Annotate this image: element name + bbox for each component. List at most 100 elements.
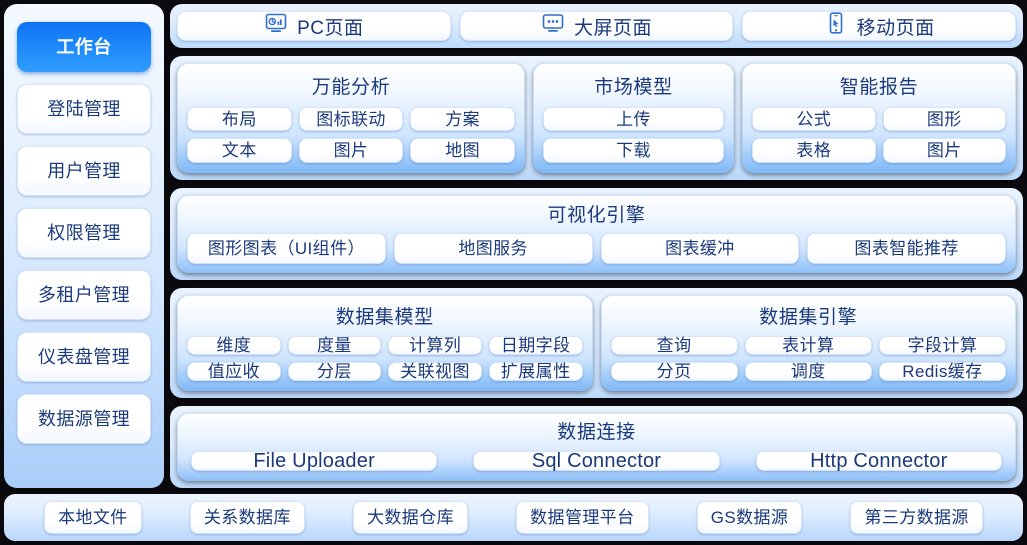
source-third-party-datasource[interactable]: 第三方数据源 xyxy=(850,501,983,534)
chip-sql-connector[interactable]: Sql Connector xyxy=(473,450,720,471)
chip-measure[interactable]: 度量 xyxy=(287,335,382,355)
visualization-engine-bar: 可视化引擎 图形图表（UI组件） 地图服务 图表缓冲 图表智能推荐 xyxy=(170,187,1023,280)
panel-row: 下载 xyxy=(543,138,724,163)
panel-market-model: 市场模型 上传 下载 xyxy=(533,63,734,173)
panel-row: 上传 xyxy=(543,107,724,132)
chip-image[interactable]: 图片 xyxy=(298,138,404,163)
panel-row: 表格 图片 xyxy=(752,138,1006,163)
chip-download[interactable]: 下载 xyxy=(543,138,724,163)
panel-title: 数据集引擎 xyxy=(759,306,858,328)
panel-row: 公式 图形 xyxy=(752,107,1006,132)
chip-graphic[interactable]: 图形 xyxy=(882,107,1006,132)
sidebar-item-label: 数据源管理 xyxy=(38,409,130,429)
chip-pagination[interactable]: 分页 xyxy=(610,361,738,381)
chip-chart-buffer[interactable]: 图表缓冲 xyxy=(600,232,800,264)
page-type-tabbar: PC页面 大屏页面 xyxy=(170,4,1023,49)
chip-map[interactable]: 地图 xyxy=(410,138,516,163)
sidebar-item-dashboard-management[interactable]: 仪表盘管理 xyxy=(17,332,151,382)
chip-scheduling[interactable]: 调度 xyxy=(744,361,872,381)
panel-body: 维度 度量 计算列 日期字段 值应收 分层 关联视图 扩展属性 xyxy=(187,335,583,381)
main-column: PC页面 大屏页面 xyxy=(170,4,1023,488)
dataset-layer: 数据集模型 维度 度量 计算列 日期字段 值应收 分层 关联视图 扩展属性 xyxy=(170,287,1023,398)
panel-body: 上传 下载 xyxy=(543,107,724,163)
panel-title: 市场模型 xyxy=(594,77,673,99)
panel-row: 分页 调度 Redis缓存 xyxy=(610,361,1007,381)
mobile-phone-icon xyxy=(824,11,848,41)
chip-extended-attribute[interactable]: 扩展属性 xyxy=(488,361,583,381)
tab-label: 移动页面 xyxy=(856,17,935,39)
source-data-management-platform[interactable]: 数据管理平台 xyxy=(516,501,649,534)
chip-text[interactable]: 文本 xyxy=(187,138,292,163)
chip-calculated-column[interactable]: 计算列 xyxy=(388,335,482,355)
monitor-chart-icon xyxy=(264,11,288,41)
chip-table[interactable]: 表格 xyxy=(752,138,876,163)
sidebar-item-login-management[interactable]: 登陆管理 xyxy=(17,84,151,134)
chip-charts-ui-components[interactable]: 图形图表（UI组件） xyxy=(187,232,386,264)
chip-upload[interactable]: 上传 xyxy=(543,107,724,132)
sidebar-item-datasource-management[interactable]: 数据源管理 xyxy=(17,394,151,444)
panel-universal-analysis: 万能分析 布局 图标联动 方案 文本 图片 地图 xyxy=(177,63,525,173)
chip-chart-smart-recommendation[interactable]: 图表智能推荐 xyxy=(807,232,1006,264)
chip-image[interactable]: 图片 xyxy=(882,138,1006,163)
application-layer: 万能分析 布局 图标联动 方案 文本 图片 地图 市场模型 xyxy=(170,56,1023,180)
sidebar-item-label: 用户管理 xyxy=(47,161,121,181)
sidebar-item-multi-tenant-management[interactable]: 多租户管理 xyxy=(17,270,151,320)
sidebar-item-permission-management[interactable]: 权限管理 xyxy=(17,208,151,258)
chip-icon-linkage[interactable]: 图标联动 xyxy=(298,107,404,132)
panel-body: 公式 图形 表格 图片 xyxy=(752,107,1006,163)
data-connection-bar: 数据连接 File Uploader Sql Connector Http Co… xyxy=(170,405,1023,488)
sidebar-item-label: 仪表盘管理 xyxy=(38,347,130,367)
chip-field-calculation[interactable]: 字段计算 xyxy=(878,335,1007,355)
chip-file-uploader[interactable]: File Uploader xyxy=(191,450,438,471)
source-big-data-warehouse[interactable]: 大数据仓库 xyxy=(353,501,468,534)
chip-related-view[interactable]: 关联视图 xyxy=(388,361,482,381)
chip-scheme[interactable]: 方案 xyxy=(410,107,516,132)
tab-mobile-page[interactable]: 移动页面 xyxy=(742,11,1017,42)
panel-body: 查询 表计算 字段计算 分页 调度 Redis缓存 xyxy=(610,335,1007,381)
source-gs-datasource[interactable]: GS数据源 xyxy=(696,501,803,534)
panel-title: 万能分析 xyxy=(311,77,391,99)
sidebar-item-label: 登陆管理 xyxy=(47,99,121,119)
sidebar-item-label: 多租户管理 xyxy=(38,285,130,305)
tab-pc-page[interactable]: PC页面 xyxy=(177,11,451,42)
data-sources-bar: 本地文件 关系数据库 大数据仓库 数据管理平台 GS数据源 第三方数据源 xyxy=(4,494,1023,541)
large-screen-icon xyxy=(541,11,565,41)
chip-layout[interactable]: 布局 xyxy=(187,107,292,132)
panel-row: 维度 度量 计算列 日期字段 xyxy=(187,335,583,355)
panel-row: 查询 表计算 字段计算 xyxy=(610,335,1007,355)
chip-table-calculation[interactable]: 表计算 xyxy=(744,335,872,355)
panel-body: 布局 图标联动 方案 文本 图片 地图 xyxy=(187,107,516,163)
panel-row: 布局 图标联动 方案 xyxy=(187,107,516,132)
chip-dimension[interactable]: 维度 xyxy=(187,335,281,355)
chip-date-field[interactable]: 日期字段 xyxy=(488,335,583,355)
panel-smart-report: 智能报告 公式 图形 表格 图片 xyxy=(742,63,1016,173)
panel-visualization-engine: 可视化引擎 图形图表（UI组件） 地图服务 图表缓冲 图表智能推荐 xyxy=(177,194,1016,273)
sidebar-item-label: 工作台 xyxy=(56,37,112,57)
panel-dataset-model: 数据集模型 维度 度量 计算列 日期字段 值应收 分层 关联视图 扩展属性 xyxy=(177,294,593,391)
sidebar-item-label: 权限管理 xyxy=(47,223,121,243)
panel-row: 文本 图片 地图 xyxy=(187,138,516,163)
panel-title: 数据集模型 xyxy=(335,306,434,328)
panel-dataset-engine: 数据集引擎 查询 表计算 字段计算 分页 调度 Redis缓存 xyxy=(600,294,1016,391)
tab-label: PC页面 xyxy=(297,17,364,39)
chip-query[interactable]: 查询 xyxy=(610,335,738,355)
chip-http-connector[interactable]: Http Connector xyxy=(755,450,1002,471)
chip-hierarchy[interactable]: 分层 xyxy=(287,361,382,381)
sidebar-item-workbench[interactable]: 工作台 xyxy=(17,22,151,72)
tab-large-screen-page[interactable]: 大屏页面 xyxy=(459,11,734,42)
chip-redis-cache[interactable]: Redis缓存 xyxy=(878,361,1007,381)
panel-row: 值应收 分层 关联视图 扩展属性 xyxy=(187,361,583,381)
panel-row: 图形图表（UI组件） 地图服务 图表缓冲 图表智能推荐 xyxy=(187,232,1006,264)
chip-formula[interactable]: 公式 xyxy=(752,107,876,132)
panel-title: 智能报告 xyxy=(839,77,919,99)
sidebar-item-user-management[interactable]: 用户管理 xyxy=(17,146,151,196)
panel-title: 可视化引擎 xyxy=(547,204,646,226)
chip-map-service[interactable]: 地图服务 xyxy=(393,232,593,264)
tab-label: 大屏页面 xyxy=(574,17,653,39)
source-relational-database[interactable]: 关系数据库 xyxy=(189,501,305,534)
chip-value-receivable[interactable]: 值应收 xyxy=(187,361,281,381)
panel-title: 数据连接 xyxy=(557,421,636,443)
sidebar: 工作台 登陆管理 用户管理 权限管理 多租户管理 仪表盘管理 数据源管理 xyxy=(4,4,164,488)
source-local-file[interactable]: 本地文件 xyxy=(44,501,142,534)
